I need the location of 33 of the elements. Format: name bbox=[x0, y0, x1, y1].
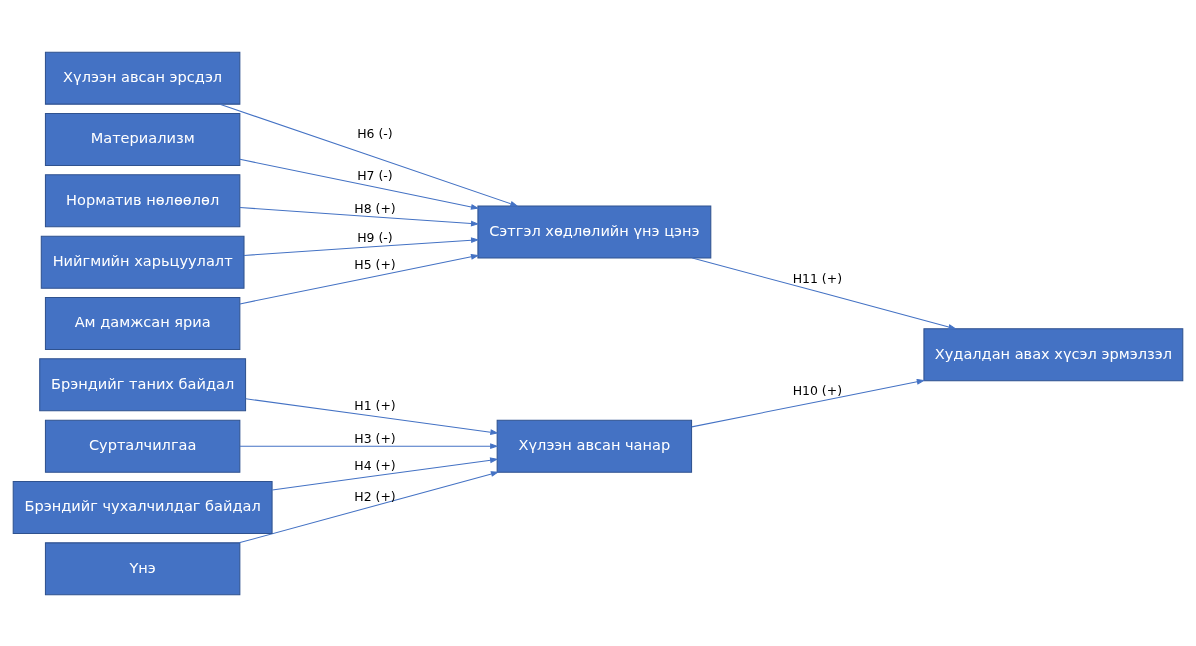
arrow bbox=[691, 257, 957, 330]
arrow bbox=[691, 378, 926, 427]
edge-label: H10 (+) bbox=[792, 382, 843, 398]
arrow bbox=[271, 456, 499, 490]
edge-label: H6 (-) bbox=[357, 125, 393, 141]
edge-label: H4 (+) bbox=[354, 457, 396, 473]
edge-label: H8 (+) bbox=[354, 200, 396, 216]
edge-label: H1 (+) bbox=[354, 397, 396, 413]
edge-label: H11 (+) bbox=[792, 270, 843, 286]
arrow bbox=[243, 236, 480, 256]
node-box: Үнэ bbox=[44, 541, 241, 595]
arrow bbox=[239, 253, 480, 304]
edge-label: H9 (-) bbox=[357, 229, 393, 245]
edge-label: H7 (-) bbox=[357, 167, 393, 183]
node-box: Брэндийг таних байдал bbox=[39, 357, 247, 411]
node-box: Сэтгэл хөдлөлийн үнэ цэнэ bbox=[477, 205, 712, 258]
node-box: Хүлээн авсан чанар bbox=[496, 419, 693, 473]
edge-label: H5 (+) bbox=[354, 256, 396, 272]
edge-label: H2 (+) bbox=[354, 488, 396, 504]
arrow bbox=[239, 206, 480, 226]
arrow bbox=[245, 397, 499, 435]
node-box: Ам дамжсан яриа bbox=[44, 296, 241, 350]
edge-label: H3 (+) bbox=[354, 430, 396, 446]
node-box: Норматив нөлөөлөл bbox=[44, 173, 241, 227]
node-box: Сурталчилгаа bbox=[44, 419, 241, 473]
node-box: Худалдан авах хүсэл эрмэлзэл bbox=[923, 327, 1184, 381]
node-box: Материализм bbox=[44, 112, 241, 166]
node-box: Брэндийг чухалчилдаг байдал bbox=[12, 480, 273, 534]
arrow bbox=[238, 470, 500, 543]
node-box: Нийгмийн харьцуулалт bbox=[40, 235, 245, 289]
node-box: Хүлээн авсан эрсдэл bbox=[44, 51, 241, 105]
arrow bbox=[239, 442, 499, 449]
arrow bbox=[239, 158, 480, 210]
